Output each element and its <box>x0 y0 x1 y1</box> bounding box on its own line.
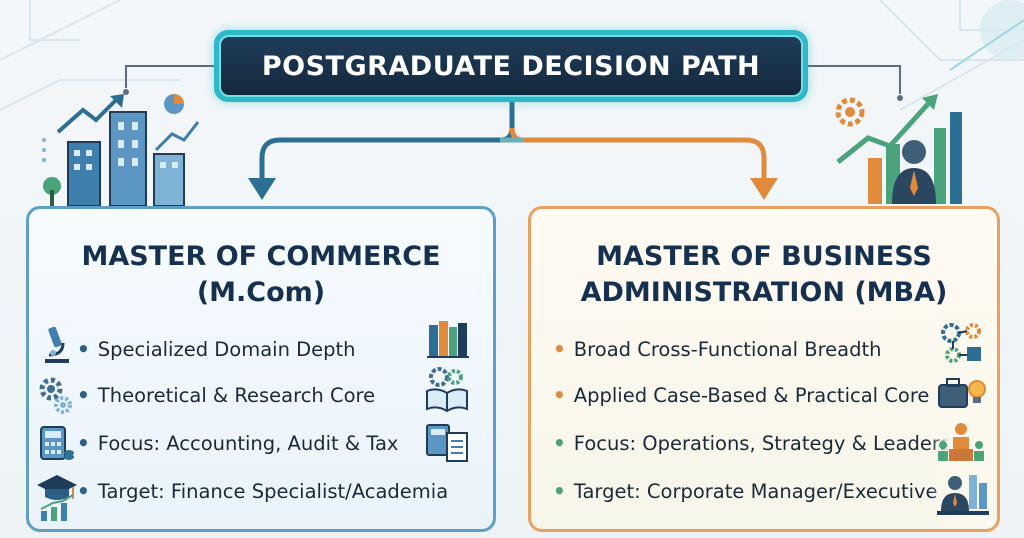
mba-title-line2: ADMINISTRATION (MBA) <box>580 277 948 308</box>
leadership-podium-icon <box>938 423 984 461</box>
mcom-title-line1: MASTER OF COMMERCE <box>81 241 441 272</box>
mcom-title: MASTER OF COMMERCE (M.Com) <box>29 239 493 311</box>
mba-bullet-1: Broad Cross-Functional Breadth <box>573 337 882 361</box>
list-item: • Target: Finance Specialist/Academia <box>77 479 449 503</box>
mba-panel: MASTER OF BUSINESS ADMINISTRATION (MBA) … <box>528 206 1000 532</box>
list-item: • Specialized Domain Depth <box>77 337 356 361</box>
briefcase-bulb-icon <box>938 378 986 408</box>
graduation-cap-icon <box>37 475 77 521</box>
mba-bullet-2: Applied Case-Based & Practical Core <box>573 383 930 407</box>
list-item: • Focus: Accounting, Audit & Tax <box>77 431 399 455</box>
flow-trunk <box>259 100 515 182</box>
calculator-icon <box>40 426 74 460</box>
mcom-bullet-1: Specialized Domain Depth <box>97 337 356 361</box>
books-icon <box>427 321 469 358</box>
left-arrowhead <box>248 178 276 200</box>
finance-growth-icon <box>835 94 962 204</box>
list-item: • Theoretical & Research Core <box>77 383 376 407</box>
city-growth-icon <box>42 94 200 206</box>
mba-bullet-3: Focus: Operations, Strategy & Leadership <box>573 431 981 455</box>
mcom-bullet-2: Theoretical & Research Core <box>97 383 376 407</box>
microscope-icon <box>45 326 69 363</box>
right-arrowhead <box>750 178 778 200</box>
gears-icon <box>39 377 72 414</box>
page-title: POSTGRADUATE DECISION PATH <box>219 35 803 97</box>
mba-title: MASTER OF BUSINESS ADMINISTRATION (MBA) <box>531 239 997 311</box>
executive-icon <box>937 475 989 515</box>
mcom-panel: MASTER OF COMMERCE (M.Com) • Specialized… <box>26 206 496 532</box>
title-banner: POSTGRADUATE DECISION PATH <box>214 30 808 102</box>
list-item: • Focus: Operations, Strategy & Leadersh… <box>553 431 981 455</box>
mba-bullet-4: Target: Corporate Manager/Executive <box>573 479 938 503</box>
list-item: • Target: Corporate Manager/Executive <box>553 479 938 503</box>
mcom-bullet-3: Focus: Accounting, Audit & Tax <box>97 431 399 455</box>
network-gears-icon <box>941 323 981 363</box>
mcom-title-line2: (M.Com) <box>196 277 326 308</box>
list-item: • Broad Cross-Functional Breadth <box>553 337 882 361</box>
mba-title-line1: MASTER OF BUSINESS <box>596 241 932 272</box>
ledger-icon <box>426 424 468 462</box>
list-item: • Applied Case-Based & Practical Core <box>553 383 930 407</box>
book-gears-icon <box>426 367 468 413</box>
mcom-bullet-4: Target: Finance Specialist/Academia <box>97 479 449 503</box>
